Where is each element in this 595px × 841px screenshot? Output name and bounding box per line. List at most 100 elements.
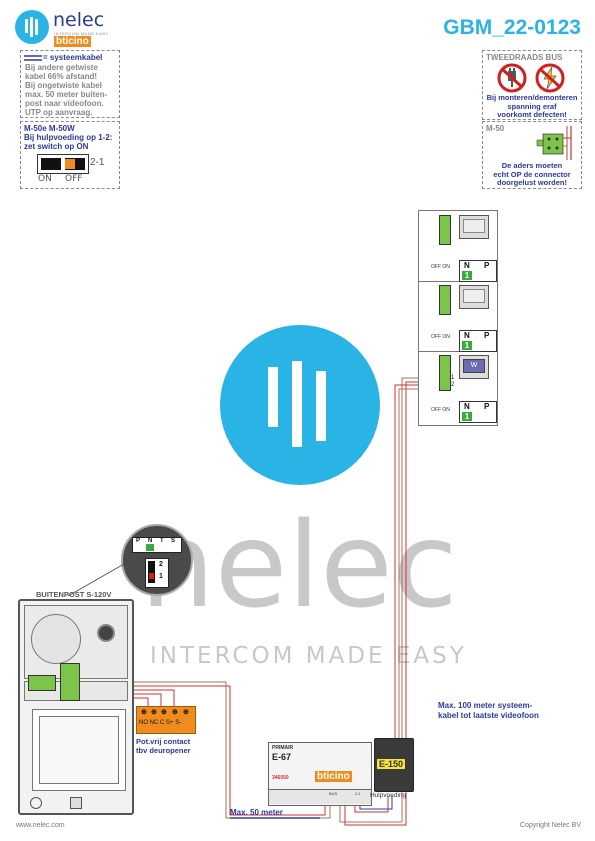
bus-note-box: TWEEDRAADS BUS Bij monteren/demonteren s… xyxy=(482,50,582,120)
watermark-bars-icon xyxy=(268,361,326,447)
monitor-screen: W xyxy=(459,355,489,379)
e67-brand: PRIMAIR xyxy=(272,745,294,751)
outdoor-panel xyxy=(18,599,134,815)
monitor-unit: 1 2 W OFF ON N P 1 xyxy=(419,351,497,425)
e67-model: E-67 xyxy=(272,752,292,762)
e67-logo: bticino xyxy=(315,771,352,782)
zoom-switch-label: 1 xyxy=(159,573,163,580)
doc-code: GBM_22-0123 xyxy=(443,16,581,39)
e150-power-supply: E-150 xyxy=(374,738,414,792)
monitor-unit: OFF ON N P 1 xyxy=(419,281,497,352)
contact-terminal-block: ⊕⊕⊕⊕⊕ NO NC C S+ S- xyxy=(136,706,196,734)
outdoor-screw-icon xyxy=(70,797,82,809)
monitor-stack: OFF ON N P 1 OFF ON N P 1 1 2 W OFF ON N… xyxy=(418,210,498,426)
cable-note-line: Bij andere getwiste xyxy=(25,63,98,72)
sub-brand: bticino xyxy=(54,36,91,47)
cable-note-title: = systeemkabel xyxy=(43,53,103,62)
zoom-terminal: N xyxy=(148,538,153,544)
e150-model: E-150 xyxy=(377,759,406,769)
monitor-p-label: P xyxy=(484,261,490,270)
cable-note-line: kabel 66% afstand! xyxy=(25,72,98,81)
brand-tagline: INTERCOM MADE EASY xyxy=(54,31,109,36)
outdoor-connector xyxy=(28,675,56,691)
zoom-pointer xyxy=(67,563,125,597)
outdoor-title: BUITENPOST S-120V xyxy=(36,590,112,599)
camera-lens-icon xyxy=(97,624,115,642)
monitor-p-label: P xyxy=(484,331,490,340)
bus-warning-line: spanning eraf xyxy=(507,101,557,111)
dip-switch xyxy=(37,154,89,174)
contact-terminal-label: C xyxy=(160,720,165,726)
zoom-terminal: S xyxy=(171,538,176,544)
zoom-switch-label: 2 xyxy=(159,561,163,568)
monitor-p-label: P xyxy=(484,402,490,411)
monitor-switch-label: OFF ON xyxy=(431,334,450,340)
monitor-screen xyxy=(459,285,489,309)
outdoor-button-icon xyxy=(30,797,42,809)
monitor-screen xyxy=(459,215,489,239)
footer-copyright: Copyright Nelec BV xyxy=(519,822,581,829)
watermark-tagline: INTERCOM MADE EASY xyxy=(150,643,467,669)
monitor-n-label: N xyxy=(464,331,470,340)
max100-note: kabel tot laatste videofoon xyxy=(438,711,539,720)
monitor-switch-label: OFF ON xyxy=(431,407,450,413)
contact-terminal-label: S+ xyxy=(166,720,174,726)
connector-icon xyxy=(536,126,572,160)
e150-label: Hulpvoeding xyxy=(370,792,407,799)
logo-bars-icon xyxy=(25,17,38,37)
zoom-terminal: T xyxy=(160,538,164,544)
no-plug-icon xyxy=(497,63,527,93)
speaker-grille xyxy=(31,614,81,664)
monitor-address: 1 xyxy=(462,271,472,280)
watermark-word: nelec xyxy=(140,496,458,634)
cable-note-line: Bij ongetwiste kabel xyxy=(25,81,102,90)
switch-off-label: OFF xyxy=(65,174,83,184)
m50-note-line: doorgelust worden! xyxy=(497,178,567,187)
contact-terminal-label: S- xyxy=(175,720,182,726)
cable-note-line: max. 50 meter buiten- xyxy=(25,90,108,99)
footer-website: www.nelec.com xyxy=(16,822,65,829)
cable-legend-icon xyxy=(24,55,42,61)
cable-note-line: post naar videofoon. xyxy=(25,99,104,108)
monitor-screen-text: W xyxy=(463,359,485,373)
bus-note-title: TWEEDRAADS BUS xyxy=(486,53,563,62)
cable-note-box: = systeemkabel Bij andere getwiste kabel… xyxy=(20,50,120,118)
brand-name: nelec xyxy=(53,9,105,31)
switch-on-label: ON xyxy=(38,174,52,184)
watermark-logo xyxy=(220,325,380,485)
contact-terminal-label: NC xyxy=(149,720,159,726)
no-power-icon xyxy=(535,63,565,93)
e67-power-supply: PRIMAIR E-67 346050 bticino BUS 2-1 xyxy=(268,742,372,806)
monitor-unit: OFF ON N P 1 xyxy=(419,211,497,282)
e67-part: 346050 xyxy=(272,775,289,781)
m50-note-box: M-50 De aders moeten echt OP de connecto… xyxy=(482,121,582,189)
nelec-logo xyxy=(15,10,49,44)
outdoor-terminal-block xyxy=(60,663,80,701)
switch-note-title: M-50e M-50W xyxy=(24,124,75,133)
e67-power-label: 2-1 xyxy=(355,791,361,796)
monitor-n-label: N xyxy=(464,402,470,411)
max50-note: Max. 50 meter xyxy=(230,808,283,817)
terminal-label: 2 xyxy=(451,382,455,388)
m50-note-line: De aders moeten xyxy=(501,161,563,170)
m50-note-title: M-50 xyxy=(486,124,505,133)
switch-note-line: Bij hulpvoeding op 1-2: xyxy=(24,133,113,142)
contact-terminal-label: NO xyxy=(139,720,148,726)
contact-note-line: tbv deuropener xyxy=(136,746,191,755)
m50-note-line: echt OP de connector xyxy=(493,169,571,179)
switch-note-box: M-50e M-50W Bij hulpvoeding op 1-2: zet … xyxy=(20,121,120,189)
monitor-n-label: N xyxy=(464,261,470,270)
bus-warning-line: voorkomt defecten! xyxy=(497,110,567,119)
e67-bus-label: BUS xyxy=(329,791,338,796)
terminal-label: 1 xyxy=(451,375,455,381)
monitor-switch-label: OFF ON xyxy=(431,264,450,270)
switch-label: 2-1 xyxy=(90,157,105,168)
switch-note-line: zet switch op ON xyxy=(24,142,89,151)
bus-warning-line: Bij monteren/demonteren xyxy=(486,93,578,102)
cable-note-line: UTP op aanvraag. xyxy=(25,108,93,117)
max100-note: Max. 100 meter systeem- xyxy=(438,701,533,710)
contact-note-line: Pot.vrij contact xyxy=(136,737,191,746)
zoom-detail: P N T S 2 1 xyxy=(121,524,193,596)
monitor-address: 1 xyxy=(462,412,472,421)
zoom-terminal: P xyxy=(136,538,141,544)
